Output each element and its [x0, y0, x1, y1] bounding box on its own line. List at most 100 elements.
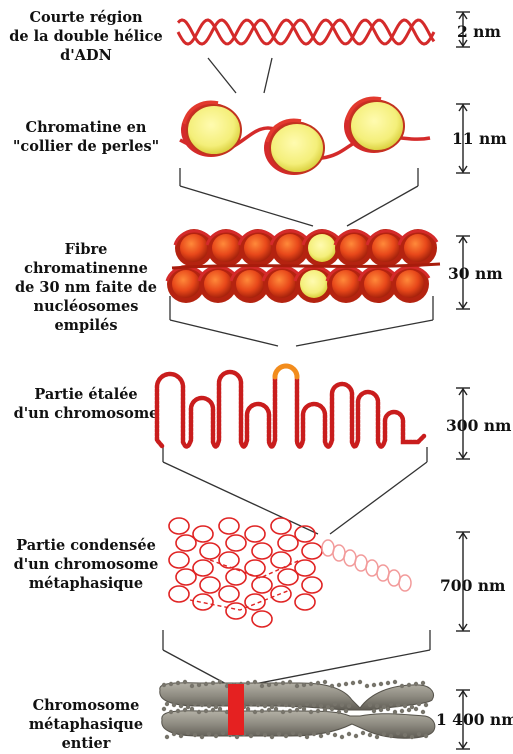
- nucleosome-core: [180, 234, 208, 262]
- chromatin-texture-bump: [424, 734, 428, 738]
- chromatin-texture-bump: [417, 702, 421, 706]
- chromatin-texture-bump: [407, 708, 411, 712]
- chromatin-texture-bump: [414, 707, 418, 711]
- chromatin-coil: [252, 543, 272, 559]
- chromatin-texture-bump: [218, 707, 222, 711]
- chromatin-texture-bump: [169, 710, 173, 714]
- chromatin-texture-bump: [165, 735, 169, 739]
- chromatin-texture-bump: [372, 683, 376, 687]
- connector-line: [347, 186, 418, 226]
- chromatin-texture-bump: [253, 680, 257, 684]
- chromatin-texture-bump: [274, 682, 278, 686]
- nucleosome-core: [268, 270, 296, 298]
- chromatin-texture-bump: [249, 702, 253, 706]
- nucleosome-bead: [264, 120, 324, 175]
- chromatin-coil: [200, 577, 220, 593]
- dna-double-helix: [178, 20, 434, 44]
- chromatin-texture-bump: [235, 735, 239, 739]
- chromatin-texture-bump: [291, 704, 295, 708]
- chromatin-texture-bump: [207, 732, 211, 736]
- chromatin-texture-bump: [172, 732, 176, 736]
- chromatin-texture-bump: [361, 731, 365, 735]
- chromatin-texture-bump: [256, 703, 260, 707]
- beads-on-string: [180, 98, 430, 175]
- chromatin-coil: [219, 552, 239, 568]
- chromatin-texture-bump: [204, 709, 208, 713]
- chromatin-texture-bump: [340, 735, 344, 739]
- stacked-nucleosome: [391, 265, 429, 303]
- chromatin-texture-bump: [414, 682, 418, 686]
- nucleosome-bead: [181, 102, 241, 157]
- chromatin-texture-bump: [312, 732, 316, 736]
- chromatin-texture-bump: [295, 684, 299, 688]
- chromatin-texture-bump: [162, 707, 166, 711]
- chromatin-coil: [271, 552, 291, 568]
- connector-line: [296, 320, 433, 346]
- chromatin-texture-bump: [386, 707, 390, 711]
- stacked-nucleosome: [399, 229, 437, 267]
- chromatin-texture-bump: [263, 704, 267, 708]
- chromatin-texture-bump: [309, 682, 313, 686]
- chromatin-texture-bump: [410, 735, 414, 739]
- chromatin-texture-bump: [183, 680, 187, 684]
- unwinding-coil: [333, 545, 345, 561]
- unwinding-coil: [388, 570, 400, 586]
- nucleosome-bead: [344, 98, 404, 153]
- nucleosome-core: [204, 270, 232, 298]
- chromatin-texture-bump: [207, 704, 211, 708]
- connector-line: [208, 58, 236, 93]
- chromatin-texture-bump: [197, 710, 201, 714]
- chromatin-texture-bump: [281, 681, 285, 685]
- chromatin-coil: [245, 594, 265, 610]
- chromatin-coil: [302, 577, 322, 593]
- nucleosome-core: [172, 270, 200, 298]
- chromatin-texture-bump: [193, 733, 197, 737]
- scale-bar: [456, 690, 470, 749]
- chromatin-texture-bump: [424, 703, 428, 707]
- chromatin-coil: [193, 594, 213, 610]
- chromatin-texture-bump: [403, 704, 407, 708]
- chromatin-coil: [295, 594, 315, 610]
- chromatin-texture-bump: [179, 704, 183, 708]
- chromatin-texture-bump: [358, 680, 362, 684]
- chromatin-coil: [169, 552, 189, 568]
- chromatin-texture-bump: [200, 703, 204, 707]
- chromatin-texture-bump: [351, 681, 355, 685]
- histone-core: [350, 101, 404, 151]
- chromatin-coil: [226, 535, 246, 551]
- chromatin-texture-bump: [291, 731, 295, 735]
- chromatin-texture-bump: [218, 680, 222, 684]
- chromatin-texture-bump: [193, 702, 197, 706]
- chromatin-texture-bump: [281, 710, 285, 714]
- chromatin-texture-bump: [249, 734, 253, 738]
- chromatin-texture-bump: [333, 702, 337, 706]
- chromatin-texture-bump: [316, 709, 320, 713]
- chromatin-texture-bump: [337, 710, 341, 714]
- chromatin-texture-bump: [179, 734, 183, 738]
- chromatin-texture-bump: [316, 681, 320, 685]
- chromatin-texture-bump: [221, 702, 225, 706]
- chromatin-texture-bump: [330, 707, 334, 711]
- chromatin-texture-bump: [277, 702, 281, 706]
- chromatin-texture-bump: [319, 734, 323, 738]
- connector-line: [330, 462, 427, 534]
- chromatin-texture-bump: [190, 707, 194, 711]
- chromatin-texture-bump: [169, 682, 173, 686]
- nucleosome-core: [244, 234, 272, 262]
- chromatin-texture-bump: [246, 707, 250, 711]
- chromatin-texture-bump: [197, 683, 201, 687]
- chromatin-texture-bump: [382, 732, 386, 736]
- chromatin-texture-bump: [393, 680, 397, 684]
- chromatin-texture-bump: [326, 731, 330, 735]
- chromatin-texture-bump: [253, 710, 257, 714]
- chromatin-texture-bump: [312, 703, 316, 707]
- chromatin-texture-bump: [421, 710, 425, 714]
- chromatin-texture-bump: [309, 710, 313, 714]
- chromatin-texture-bump: [372, 709, 376, 713]
- chromatin-coil: [193, 560, 213, 576]
- chromatin-texture-bump: [186, 731, 190, 735]
- chromatin-texture-bump: [337, 683, 341, 687]
- nucleosome-core: [308, 234, 336, 262]
- chromatin-coil: [219, 518, 239, 534]
